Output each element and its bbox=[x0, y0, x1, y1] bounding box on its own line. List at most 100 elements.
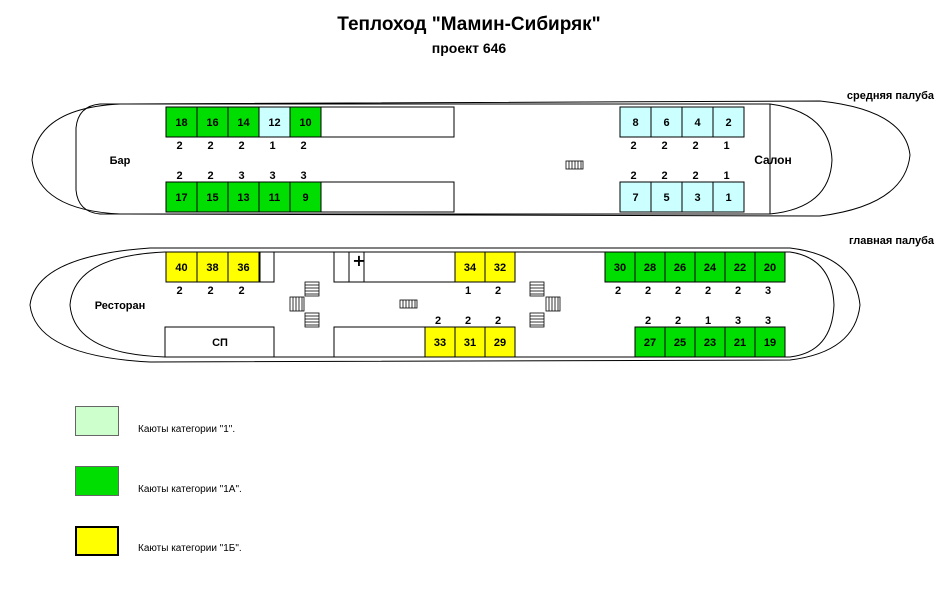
cabin-18-berths: 2 bbox=[176, 140, 182, 152]
cabin-6-number: 6 bbox=[663, 117, 669, 129]
cabin-13-number: 13 bbox=[237, 192, 249, 204]
cabin-14-number: 14 bbox=[237, 117, 250, 129]
cabin-38-box[interactable] bbox=[196, 251, 229, 283]
cabin-9-number: 9 bbox=[302, 192, 308, 204]
cabin-22-berths: 2 bbox=[735, 285, 741, 297]
cabins-group: 1821621421211021721521331139382624221725… bbox=[165, 106, 786, 358]
cabin-40-number: 40 bbox=[175, 262, 187, 274]
legend-swatch-cat1b bbox=[75, 526, 119, 556]
cabin-38-berths: 2 bbox=[207, 285, 213, 297]
cabin-26-berths: 2 bbox=[675, 285, 681, 297]
cabin-28-box[interactable] bbox=[634, 251, 666, 283]
cabin-3-number: 3 bbox=[694, 192, 700, 204]
cabin-22-number: 22 bbox=[734, 262, 746, 274]
cabin-28-number: 28 bbox=[644, 262, 656, 274]
cabin-6-box[interactable] bbox=[650, 106, 683, 138]
cabin-17-number: 17 bbox=[175, 192, 187, 204]
cabin-9-box[interactable] bbox=[289, 181, 322, 213]
cabin-4-number: 4 bbox=[694, 117, 701, 129]
cabin-11-berths: 3 bbox=[269, 170, 275, 182]
cabin-33-number: 33 bbox=[434, 337, 446, 349]
cabin-26-number: 26 bbox=[674, 262, 686, 274]
legend-swatch-cat1 bbox=[75, 406, 119, 436]
cabin-16-number: 16 bbox=[206, 117, 218, 129]
middle-deck-hull-outer bbox=[31, 100, 911, 217]
restaurant-label: Ресторан bbox=[95, 300, 146, 312]
cabin-10-box[interactable] bbox=[289, 106, 322, 138]
cabin-16-box[interactable] bbox=[196, 106, 229, 138]
cabin-13-berths: 3 bbox=[238, 170, 244, 182]
cabin-15-box[interactable] bbox=[196, 181, 229, 213]
cabin-26-box[interactable] bbox=[664, 251, 696, 283]
cabin-25-box[interactable] bbox=[664, 326, 696, 358]
legend-label-cat1a: Каюты категории "1А". bbox=[138, 484, 242, 495]
cabin-20-box[interactable] bbox=[754, 251, 786, 283]
cabin-7-berths: 2 bbox=[630, 170, 636, 182]
cabin-28-berths: 2 bbox=[645, 285, 651, 297]
cabin-25-number: 25 bbox=[674, 337, 686, 349]
cabin-34-berths: 1 bbox=[465, 285, 471, 297]
cabin-11-box[interactable] bbox=[258, 181, 291, 213]
medical-cross-icon: + bbox=[352, 251, 365, 270]
cabin-34-box[interactable] bbox=[454, 251, 486, 283]
middle-deck-label: средняя палуба bbox=[846, 90, 934, 102]
cabin-32-berths: 2 bbox=[495, 285, 501, 297]
cabin-30-berths: 2 bbox=[615, 285, 621, 297]
cabin-38-number: 38 bbox=[206, 262, 218, 274]
cabin-19-box[interactable] bbox=[754, 326, 786, 358]
cabin-5-berths: 2 bbox=[661, 170, 667, 182]
cabin-24-berths: 2 bbox=[705, 285, 711, 297]
cabin-1-box[interactable] bbox=[712, 181, 745, 213]
main-deck-hull-outer bbox=[29, 247, 861, 363]
cabin-2-number: 2 bbox=[725, 117, 731, 129]
cabin-17-box[interactable] bbox=[165, 181, 198, 213]
cabin-14-berths: 2 bbox=[238, 140, 244, 152]
cabin-32-box[interactable] bbox=[484, 251, 516, 283]
cabin-25-berths: 2 bbox=[675, 315, 681, 327]
main-deck-bottom-mid-block bbox=[333, 326, 426, 358]
cabin-27-box[interactable] bbox=[634, 326, 666, 358]
cabin-24-number: 24 bbox=[704, 262, 717, 274]
cabin-40-berths: 2 bbox=[176, 285, 182, 297]
cabin-21-berths: 3 bbox=[735, 315, 741, 327]
cabin-29-number: 29 bbox=[494, 337, 506, 349]
cabin-14-box[interactable] bbox=[227, 106, 260, 138]
cabin-19-berths: 3 bbox=[765, 315, 771, 327]
cabin-36-box[interactable] bbox=[227, 251, 260, 283]
cabin-32-number: 32 bbox=[494, 262, 506, 274]
cabin-8-berths: 2 bbox=[630, 140, 636, 152]
cabin-5-box[interactable] bbox=[650, 181, 683, 213]
cabin-31-box[interactable] bbox=[454, 326, 486, 358]
cabin-7-number: 7 bbox=[632, 192, 638, 204]
cabin-11-number: 11 bbox=[269, 192, 281, 204]
main-deck-stairs-left-icon bbox=[289, 281, 320, 328]
middle-deck-bottom-corridor bbox=[319, 181, 455, 213]
page-subtitle: проект 646 bbox=[431, 40, 507, 56]
cabin-1-number: 1 bbox=[725, 192, 731, 204]
cabin-5-number: 5 bbox=[663, 192, 669, 204]
middle-deck-hull-inner bbox=[75, 103, 771, 215]
cabin-12-box[interactable] bbox=[258, 106, 291, 138]
cabin-40-box[interactable] bbox=[165, 251, 198, 283]
cabin-22-box[interactable] bbox=[724, 251, 756, 283]
main-deck-stairs-center-icon bbox=[399, 299, 418, 309]
cabin-13-box[interactable] bbox=[227, 181, 260, 213]
main-deck-label: главная палуба bbox=[848, 235, 934, 247]
cabin-29-box[interactable] bbox=[484, 326, 516, 358]
sp-label: СП bbox=[212, 337, 228, 349]
salon-label: Салон bbox=[754, 153, 792, 167]
cabin-2-box[interactable] bbox=[712, 106, 745, 138]
cabin-9-berths: 3 bbox=[300, 170, 306, 182]
cabin-18-number: 18 bbox=[175, 117, 187, 129]
cabin-23-number: 23 bbox=[704, 337, 716, 349]
cabin-31-number: 31 bbox=[464, 337, 476, 349]
cabin-4-box[interactable] bbox=[681, 106, 714, 138]
cabin-20-berths: 3 bbox=[765, 285, 771, 297]
cabin-10-berths: 2 bbox=[300, 140, 306, 152]
cabin-21-number: 21 bbox=[734, 337, 746, 349]
main-deck-top-mid-block bbox=[333, 251, 456, 283]
page-title: Теплоход "Мамин-Сибиряк" bbox=[337, 14, 601, 35]
cabin-21-box[interactable] bbox=[724, 326, 756, 358]
legend-swatch-cat1a bbox=[75, 466, 119, 496]
legend-label-cat1b: Каюты категории "1Б". bbox=[138, 543, 242, 554]
